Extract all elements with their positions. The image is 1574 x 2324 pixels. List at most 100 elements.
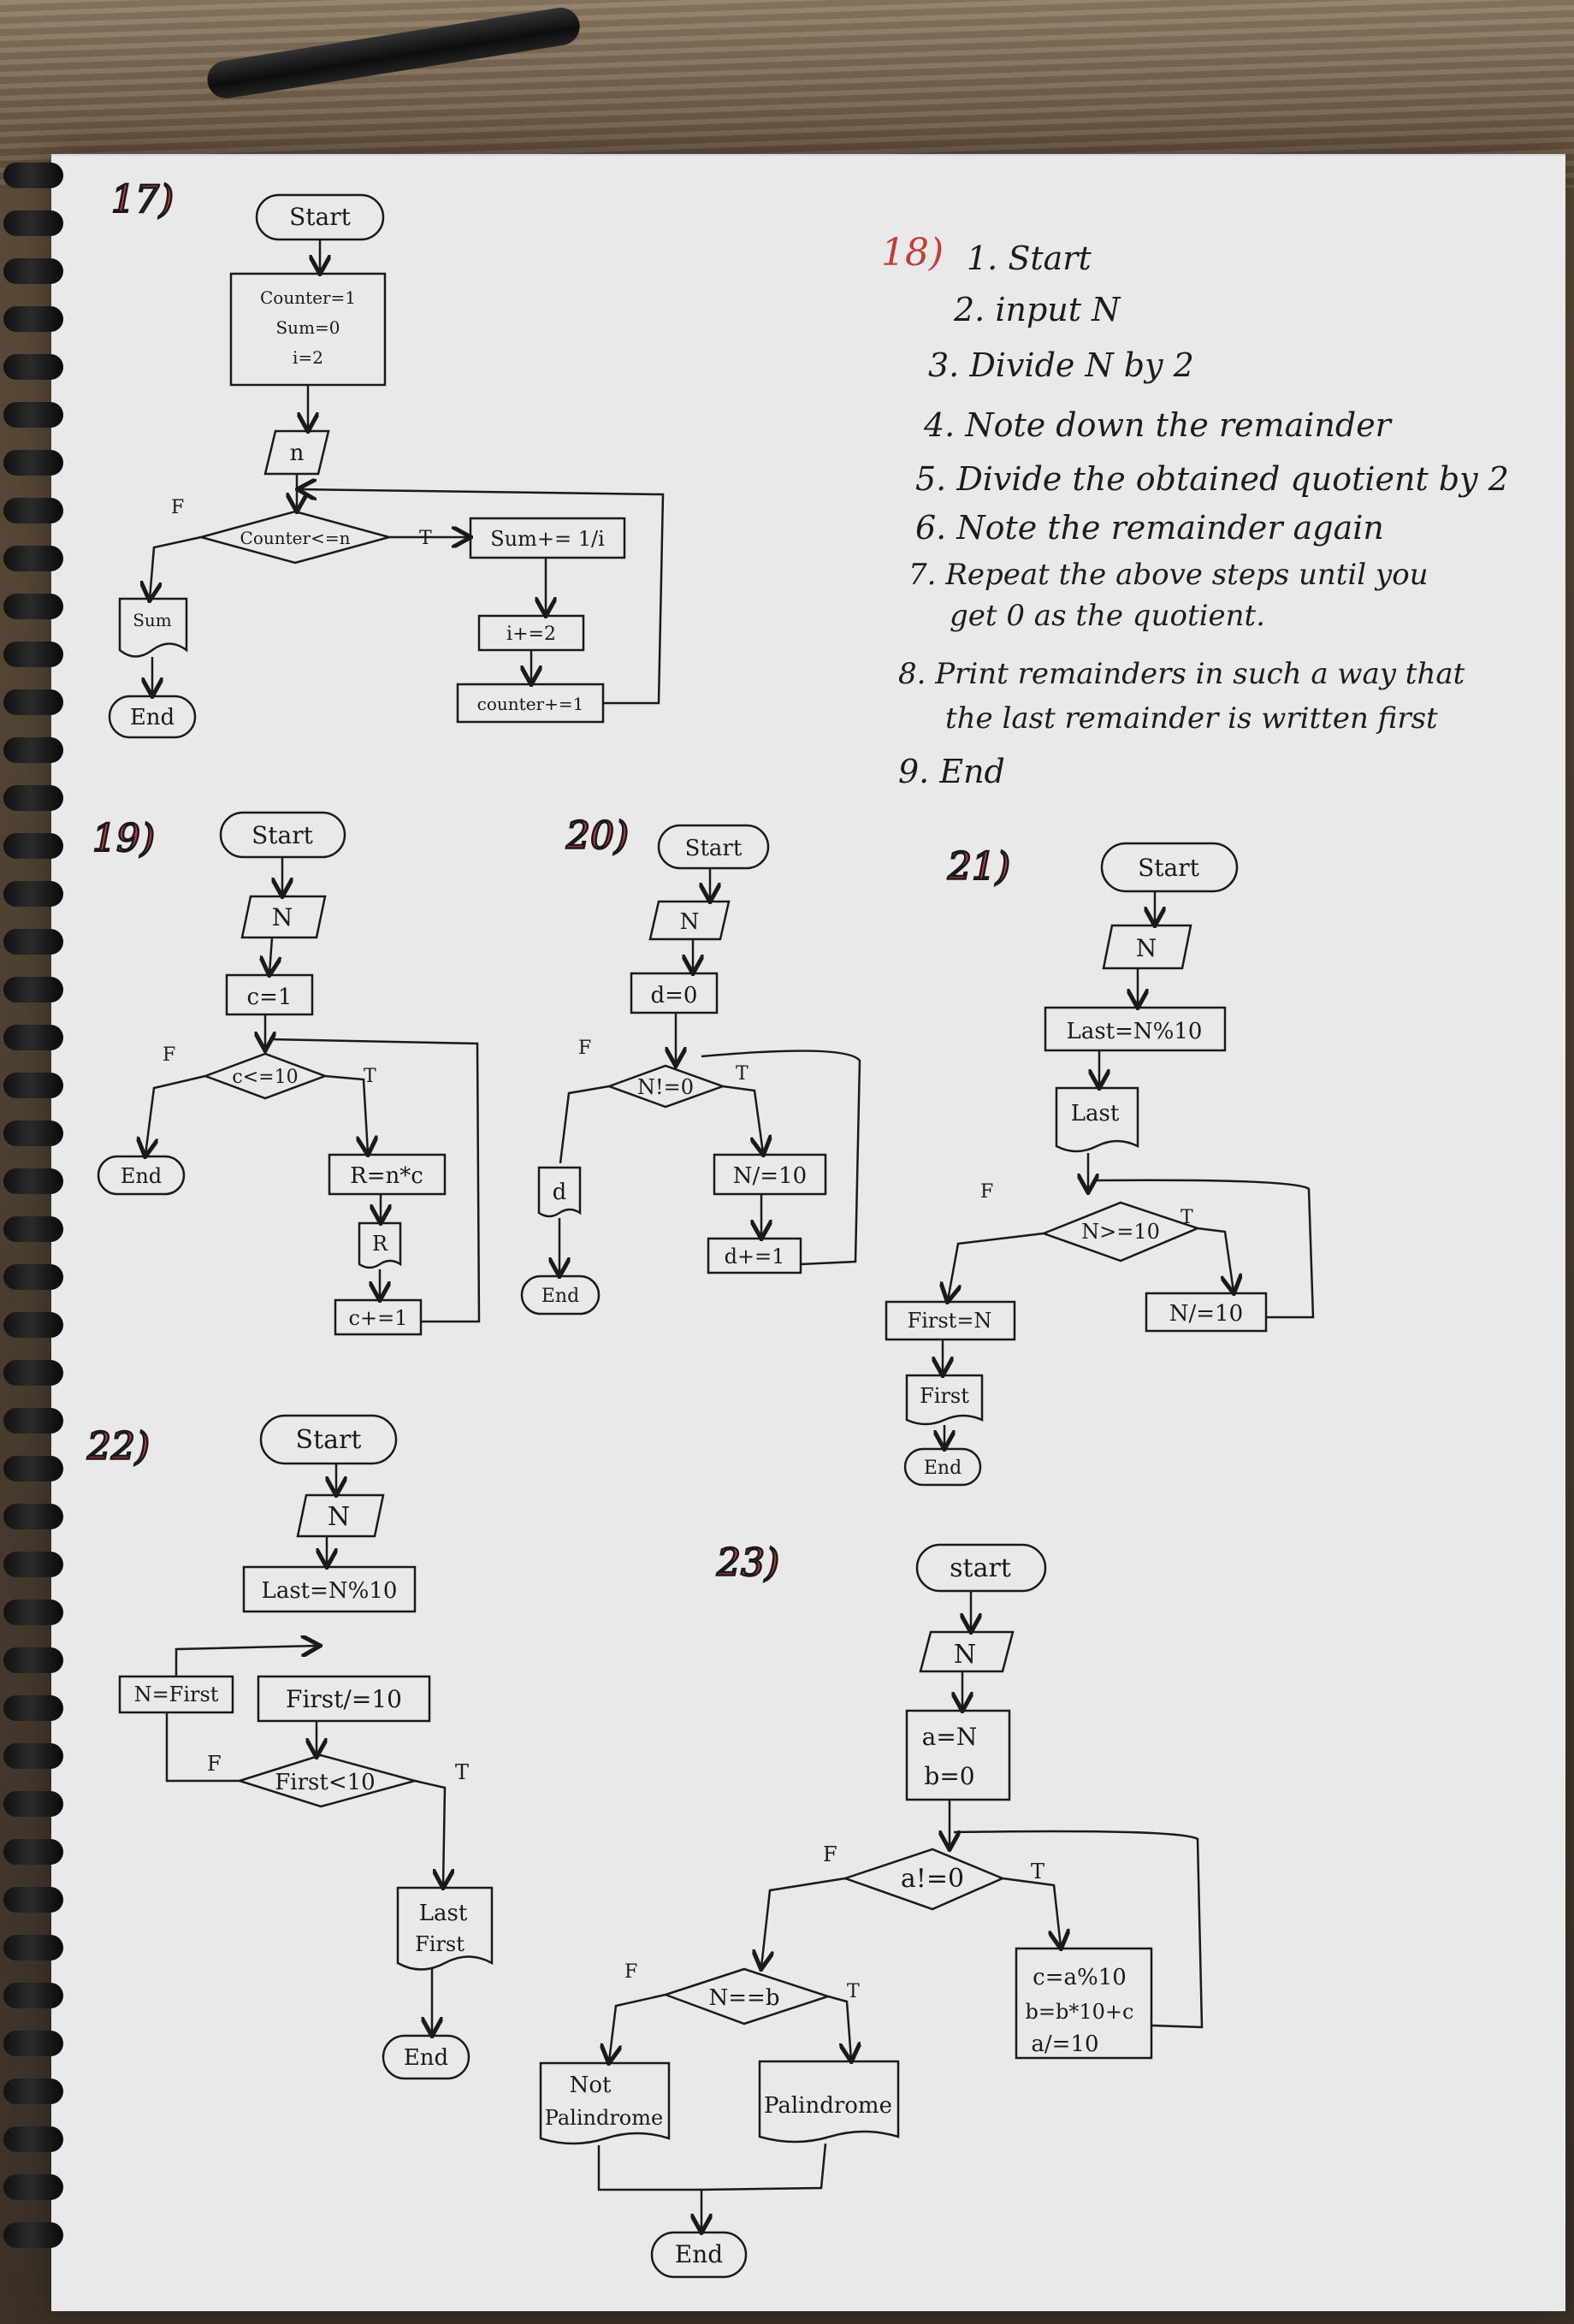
f20-process-d	[707, 1237, 802, 1274]
spiral-ring	[3, 163, 63, 188]
spiral-ring	[3, 258, 63, 284]
f19-end-label: End	[121, 1164, 162, 1188]
f17-process-counter-label: counter+=1	[477, 694, 584, 714]
spiral-ring	[3, 2031, 63, 2056]
f23-no-document	[539, 2061, 671, 2145]
f23-condition2-label: N==b	[709, 1985, 780, 2011]
spiral-ring	[3, 1552, 63, 1577]
spiral-ring	[3, 1791, 63, 1817]
spiral-ring	[3, 1647, 63, 1673]
f21-output-last-label: Last	[1071, 1101, 1120, 1127]
spiral-ring	[3, 1887, 63, 1913]
f22-condition-label: First<10	[275, 1770, 375, 1795]
f23-yes-label: Palindrome	[764, 2093, 892, 2119]
f20-condition-label: N!=0	[637, 1075, 694, 1099]
f21-process-n	[1145, 1292, 1268, 1333]
f23-process-box	[1015, 1947, 1153, 2060]
f17-input-label: n	[290, 441, 305, 466]
spiral-ring	[3, 1312, 63, 1338]
spiral-ring	[3, 785, 63, 811]
f17-process-sum-label: Sum+= 1/i	[490, 527, 605, 551]
f17-start-label: Start	[289, 203, 352, 231]
f17-false-label: F	[171, 497, 184, 518]
spiral-ring	[3, 1216, 63, 1242]
f20-init-label: d=0	[651, 983, 698, 1008]
f20-end-terminal	[520, 1274, 601, 1316]
f19-process-c	[334, 1298, 423, 1336]
f21-number: 21)	[947, 845, 1010, 889]
f23-init-1: a=N	[922, 1723, 978, 1751]
spiral-ring	[3, 546, 63, 571]
f20-number: 20)	[565, 814, 629, 858]
f22-input-label: N	[328, 1502, 350, 1532]
spiral-ring	[3, 929, 63, 955]
f18-step-5: 5. Divide the obtained quotient by 2	[915, 460, 1509, 498]
f23-yes-document	[758, 2060, 900, 2144]
f17-end-label: End	[130, 705, 175, 730]
f17-output-label: Sum	[133, 610, 172, 630]
spiral-ring	[3, 1743, 63, 1769]
f20-process-n-label: N/=10	[733, 1163, 807, 1189]
f19-process-r-label: R=n*c	[350, 1163, 423, 1189]
spiral-ring	[3, 1408, 63, 1434]
f23-init-2: b=0	[924, 1762, 974, 1790]
spiral-ring	[3, 1025, 63, 1050]
spiral-ring	[3, 1983, 63, 2008]
f21-output-first-label: First	[920, 1384, 969, 1408]
f19-process-r	[328, 1153, 447, 1196]
f18-number: 18)	[881, 231, 944, 275]
f19-output-document	[358, 1221, 402, 1269]
f21-output-first-document	[905, 1374, 984, 1426]
f19-input-label: N	[272, 903, 293, 931]
f17-init-2: Sum=0	[275, 317, 340, 338]
spiral-ring	[3, 1456, 63, 1481]
spiral-ring	[3, 306, 63, 332]
f21-process-first	[885, 1300, 1016, 1341]
f22-end-label: End	[404, 2045, 448, 2071]
f19-condition-label: c<=10	[232, 1067, 298, 1088]
f23-false-label: F	[823, 1842, 837, 1866]
f20-start-label: Start	[685, 836, 743, 861]
f20-init-box	[630, 972, 719, 1014]
spiral-ring	[3, 1839, 63, 1865]
f21-true-label: T	[1180, 1207, 1193, 1228]
spiral-ring	[3, 642, 63, 667]
f23-start-label: start	[950, 1553, 1011, 1583]
spiral-ring	[3, 1264, 63, 1290]
f22-process-last	[242, 1565, 417, 1613]
spiral-ring	[3, 1504, 63, 1529]
f23-process-3: a/=10	[1031, 2031, 1098, 2057]
spiral-ring	[3, 1168, 63, 1194]
f17-process-i-label: i+=2	[506, 624, 556, 645]
f18-step-9: 9. End	[898, 753, 1005, 790]
f22-false-label: F	[207, 1752, 222, 1776]
f19-init-label: c=1	[247, 985, 293, 1010]
f17-init-3: i=2	[293, 347, 323, 368]
f17-process-sum	[469, 517, 626, 559]
f17-input-parallelogram	[263, 429, 330, 476]
f20-process-d-label: d+=1	[725, 1245, 785, 1268]
f18-step-6: 6. Note the remainder again	[915, 509, 1384, 547]
f23-no-line1: Not	[570, 2073, 612, 2098]
f23-end-terminal	[650, 2231, 748, 2279]
spiral-ring	[3, 737, 63, 763]
f22-true-label: T	[455, 1760, 469, 1784]
spiral-ring	[3, 1600, 63, 1625]
f20-output-label: d	[553, 1180, 567, 1205]
spiral-ring	[3, 1935, 63, 1960]
f17-true-label: T	[419, 528, 432, 549]
f19-input-parallelogram	[240, 895, 327, 939]
spiral-ring	[3, 689, 63, 715]
f21-output-last-document	[1055, 1086, 1139, 1153]
f17-number: 17)	[111, 178, 174, 222]
f19-process-c-label: c+=1	[349, 1306, 408, 1330]
spiral-ring	[3, 1121, 63, 1146]
f21-process-last	[1044, 1006, 1227, 1052]
f22-start-label: Start	[296, 1425, 362, 1455]
f21-process-last-label: Last=N%10	[1067, 1019, 1203, 1044]
f23-number: 23)	[716, 1541, 779, 1585]
f23-init-box	[905, 1709, 1011, 1801]
f20-true-label: T	[736, 1063, 749, 1085]
f21-input-label: N	[1136, 934, 1157, 962]
